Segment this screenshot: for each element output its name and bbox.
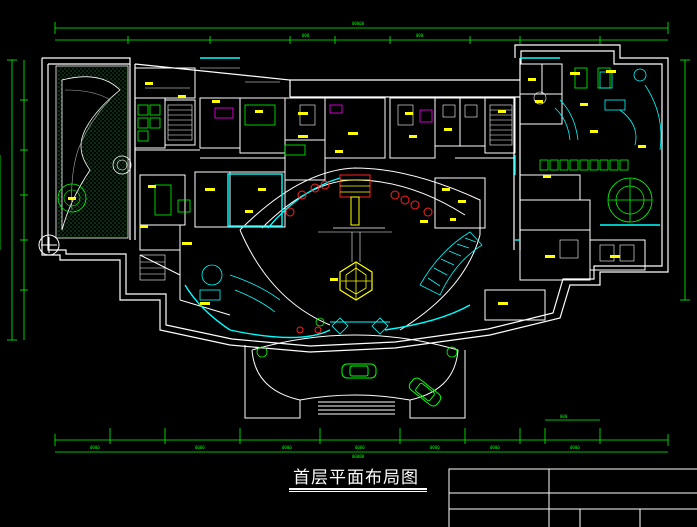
room-label-blocks bbox=[68, 70, 646, 305]
title-block-frame bbox=[448, 468, 697, 527]
front-entrance bbox=[244, 334, 466, 419]
title-underline-secondary bbox=[289, 491, 427, 492]
dimension-lines bbox=[0, 22, 690, 453]
spiral-staircase bbox=[419, 231, 483, 296]
svg-text:0000: 0000 bbox=[90, 445, 100, 450]
glazing bbox=[184, 57, 660, 339]
svg-text:000: 000 bbox=[416, 33, 424, 38]
garden bbox=[38, 65, 132, 256]
svg-text:0000: 0000 bbox=[490, 445, 500, 450]
svg-text:0000: 0000 bbox=[430, 445, 440, 450]
staircases bbox=[139, 104, 513, 281]
furniture-green bbox=[137, 67, 653, 358]
exterior-walls bbox=[41, 44, 669, 353]
svg-text:0000: 0000 bbox=[195, 445, 205, 450]
svg-text:000: 000 bbox=[560, 414, 568, 419]
drawing-title: 首层平面布局图 bbox=[293, 468, 419, 488]
svg-text:0000: 0000 bbox=[570, 445, 580, 450]
svg-text:00000: 00000 bbox=[352, 454, 365, 459]
lobby-feature bbox=[318, 174, 392, 335]
svg-text:0000: 0000 bbox=[282, 445, 292, 450]
title-underline bbox=[289, 488, 427, 490]
car-icon bbox=[341, 363, 377, 379]
svg-text:00000: 00000 bbox=[352, 21, 365, 26]
car-icon bbox=[408, 377, 442, 407]
furniture-red bbox=[285, 180, 433, 334]
furniture-magenta bbox=[214, 104, 433, 123]
svg-text:000: 000 bbox=[302, 33, 310, 38]
furniture-cyan bbox=[199, 68, 662, 313]
svg-text:0000: 0000 bbox=[355, 445, 365, 450]
furniture-white bbox=[145, 67, 635, 262]
